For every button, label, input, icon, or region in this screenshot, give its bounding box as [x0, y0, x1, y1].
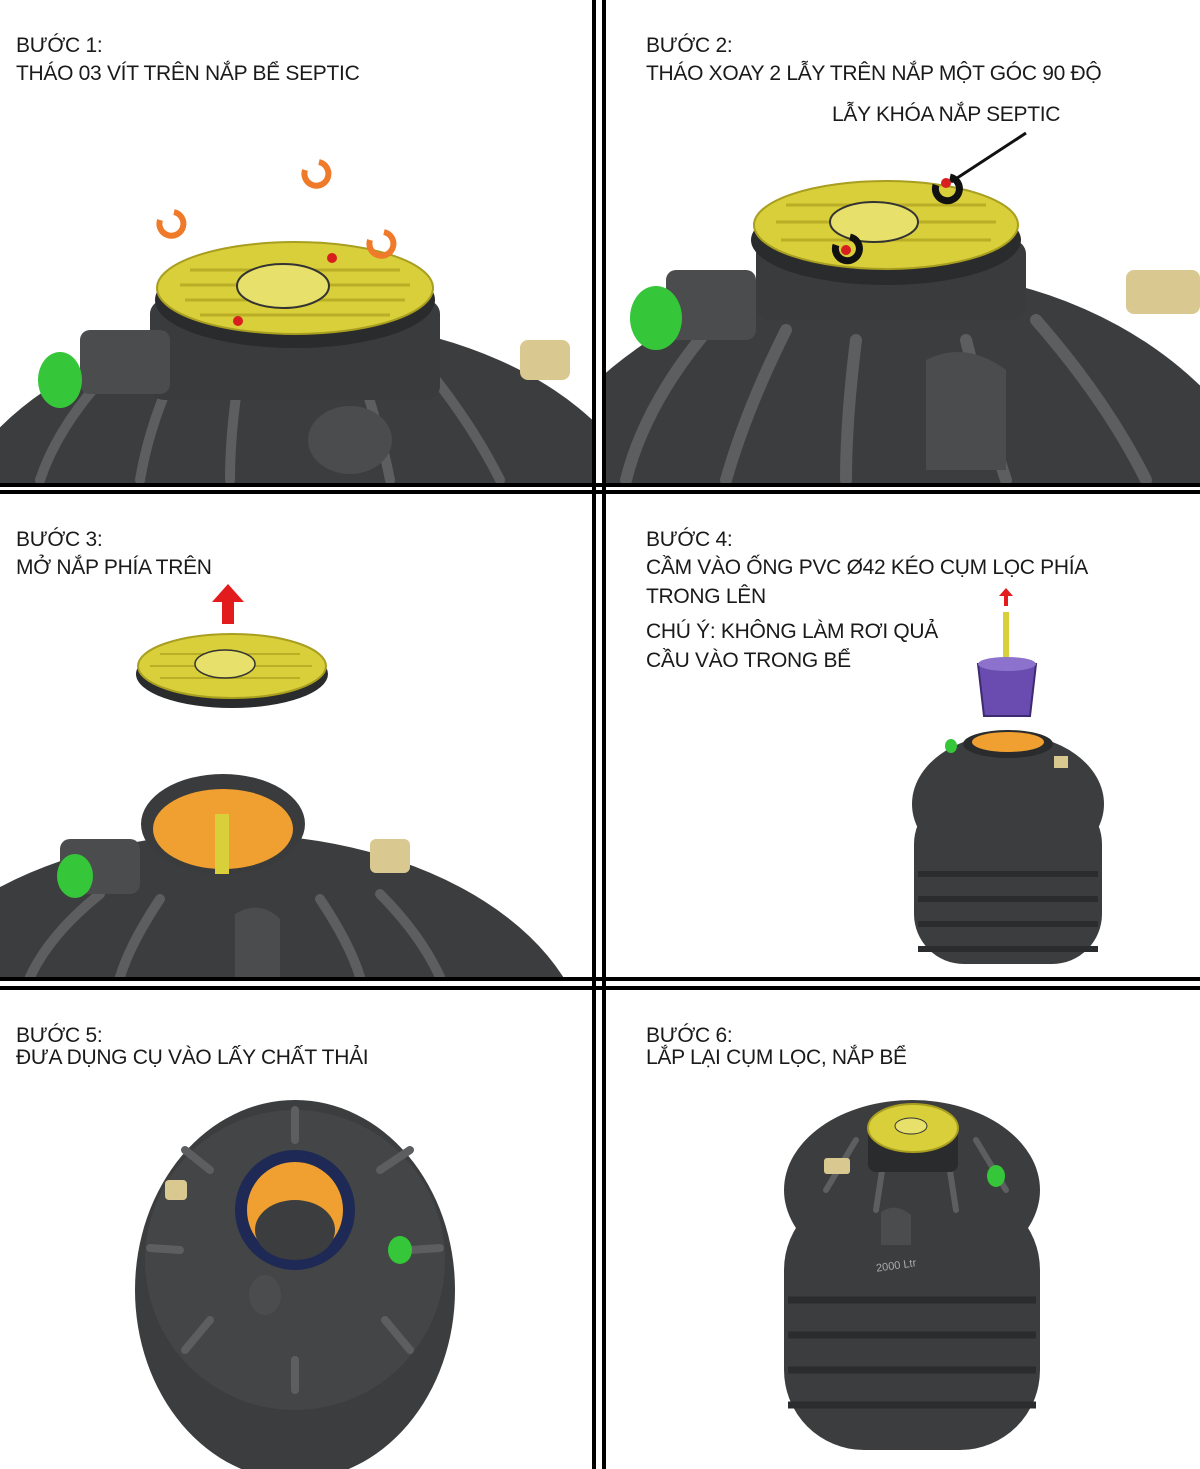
inlet-pipe — [388, 1236, 412, 1264]
grid-divider-vertical — [602, 0, 606, 1469]
step-4-instruction-1: CẦM VÀO ỐNG PVC Ø42 KÉO CỤM LỌC PHÍA — [646, 556, 1088, 579]
grid-divider-vertical — [592, 0, 596, 1469]
step-1-panel: BƯỚC 1: THÁO 03 VÍT TRÊN NẮP BỂ SEPTIC — [0, 0, 592, 483]
step-4-illustration — [912, 588, 1104, 964]
step-3-panel: BƯỚC 3: MỞ NẮP PHÍA TRÊN — [0, 494, 592, 977]
outlet-pipe — [1126, 270, 1200, 314]
step-4-note-2: CẦU VÀO TRONG BỂ — [646, 649, 851, 672]
pvc-pipe — [1003, 612, 1009, 672]
lock-callout-label: LẪY KHÓA NẮP SEPTIC — [832, 103, 1061, 126]
inlet-pipe — [630, 286, 682, 350]
step-3-illustration — [0, 584, 564, 977]
step-4-panel: BƯỚC 4: CẦM VÀO ỐNG PVC Ø42 KÉO CỤM LỌC … — [606, 494, 1200, 977]
step-4-title: BƯỚC 4: — [646, 528, 733, 551]
grid-divider-horizontal — [0, 977, 1200, 981]
step-3-instruction: MỞ NẮP PHÍA TRÊN — [16, 556, 212, 579]
unscrew-arrow-icon — [156, 209, 187, 239]
step-1-instruction: THÁO 03 VÍT TRÊN NẮP BỂ SEPTIC — [16, 62, 360, 85]
inlet-pipe — [987, 1165, 1005, 1187]
inlet-pipe — [945, 739, 957, 753]
step-5-instruction: ĐƯA DỤNG CỤ VÀO LẤY CHẤT THẢI — [16, 1046, 369, 1069]
step-2-title: BƯỚC 2: — [646, 34, 733, 57]
rotate-arrow-icon — [931, 173, 963, 205]
outlet-pipe — [165, 1180, 187, 1200]
step-6-illustration — [784, 1100, 1040, 1450]
step-6-title: BƯỚC 6: — [646, 1024, 733, 1047]
grid-divider-horizontal — [0, 490, 1200, 494]
rotate-arrow-icon — [831, 233, 863, 265]
outlet-pipe — [520, 340, 570, 380]
outlet-pipe — [824, 1158, 850, 1174]
unscrew-arrow-icon — [301, 159, 332, 189]
grid-divider-horizontal — [0, 986, 1200, 990]
step-6-panel: BƯỚC 6: LẮP LẠI CỤM LỌC, NẮP BỂ 2000 Ltr — [606, 990, 1200, 1469]
step-3-title: BƯỚC 3: — [16, 528, 103, 551]
step-2-instruction: THÁO XOAY 2 LẪY TRÊN NẮP MỘT GÓC 90 ĐỘ — [646, 62, 1102, 85]
step-5-illustration — [135, 1100, 455, 1469]
outlet-pipe — [1054, 756, 1068, 768]
step-4-note-1: CHÚ Ý: KHÔNG LÀM RƠI QUẢ — [646, 620, 939, 643]
step-5-title: BƯỚC 5: — [16, 1024, 103, 1047]
inlet-pipe — [38, 352, 82, 408]
step-2-illustration — [606, 131, 1200, 483]
inlet-pipe — [57, 854, 93, 898]
step-2-panel: BƯỚC 2: THÁO XOAY 2 LẪY TRÊN NẮP MỘT GÓC… — [606, 0, 1200, 483]
callout-pointer — [950, 131, 1027, 184]
up-arrow-icon — [999, 588, 1013, 606]
step-1-illustration — [0, 159, 592, 483]
filter-unit — [976, 663, 1038, 717]
outlet-pipe — [370, 839, 410, 873]
step-1-title: BƯỚC 1: — [16, 34, 103, 57]
grid-divider-horizontal — [0, 483, 1200, 487]
up-arrow-icon — [212, 584, 244, 624]
step-6-instruction: LẮP LẠI CỤM LỌC, NẮP BỂ — [646, 1046, 907, 1069]
unscrew-arrow-icon — [366, 229, 397, 259]
step-5-panel: BƯỚC 5: ĐƯA DỤNG CỤ VÀO LẤY CHẤT THẢI — [0, 990, 592, 1469]
step-4-instruction-2: TRONG LÊN — [646, 585, 766, 608]
